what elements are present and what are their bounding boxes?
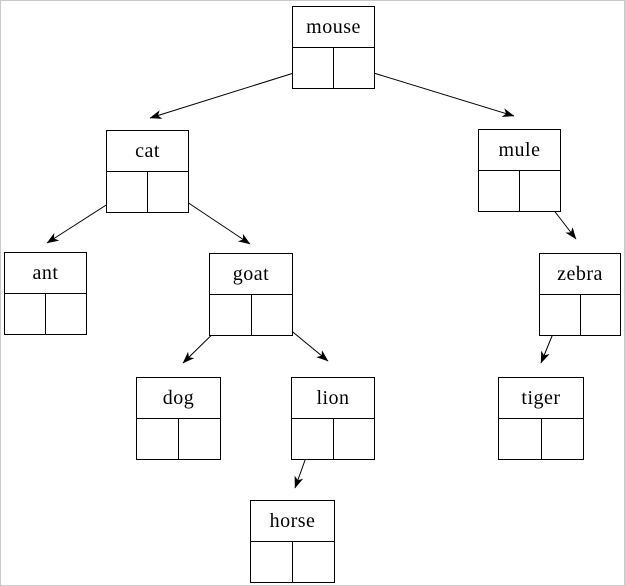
node-horse-label: horse [251, 501, 334, 542]
left-pointer-cell [540, 295, 581, 335]
node-goat-pointer-cells [210, 295, 292, 335]
edge-mouse-right-mule [353, 66, 515, 117]
node-mouse-pointer-cells [293, 48, 374, 88]
left-pointer-cell [137, 419, 179, 459]
node-tiger: tiger [498, 377, 584, 460]
right-pointer-cell [293, 542, 334, 582]
right-pointer-cell [542, 419, 584, 459]
left-pointer-cell [107, 172, 148, 212]
node-zebra: zebra [539, 253, 621, 336]
left-pointer-cell [292, 419, 334, 459]
node-dog: dog [136, 377, 221, 460]
right-pointer-cell [581, 295, 621, 335]
node-lion-label: lion [292, 378, 374, 419]
node-horse: horse [250, 500, 335, 583]
left-pointer-cell [210, 295, 252, 335]
node-zebra-label: zebra [540, 254, 620, 295]
node-mule-pointer-cells [479, 171, 560, 211]
node-lion-pointer-cells [292, 419, 374, 459]
node-tiger-pointer-cells [499, 419, 583, 459]
left-pointer-cell [293, 48, 334, 88]
node-ant-label: ant [5, 253, 86, 294]
left-pointer-cell [499, 419, 542, 459]
node-mule-label: mule [479, 130, 560, 171]
edge-mouse-left-cat [149, 66, 314, 119]
node-mouse: mouse [292, 6, 375, 89]
node-ant: ant [4, 252, 87, 335]
node-mule: mule [478, 129, 561, 212]
node-mouse-label: mouse [293, 7, 374, 48]
node-goat-label: goat [210, 254, 292, 295]
node-dog-label: dog [137, 378, 220, 419]
node-goat: goat [209, 253, 293, 336]
right-pointer-cell [179, 419, 220, 459]
node-ant-pointer-cells [5, 294, 86, 334]
left-pointer-cell [251, 542, 293, 582]
node-cat-pointer-cells [107, 172, 188, 212]
right-pointer-cell [334, 419, 375, 459]
right-pointer-cell [252, 295, 293, 335]
right-pointer-cell [46, 294, 86, 334]
node-zebra-pointer-cells [540, 295, 620, 335]
node-lion: lion [291, 377, 375, 460]
left-pointer-cell [479, 171, 520, 211]
node-cat: cat [106, 130, 189, 213]
right-pointer-cell [520, 171, 560, 211]
left-pointer-cell [5, 294, 46, 334]
node-dog-pointer-cells [137, 419, 220, 459]
node-cat-label: cat [107, 131, 188, 172]
node-horse-pointer-cells [251, 542, 334, 582]
right-pointer-cell [148, 172, 188, 212]
node-tiger-label: tiger [499, 378, 583, 419]
right-pointer-cell [334, 48, 374, 88]
